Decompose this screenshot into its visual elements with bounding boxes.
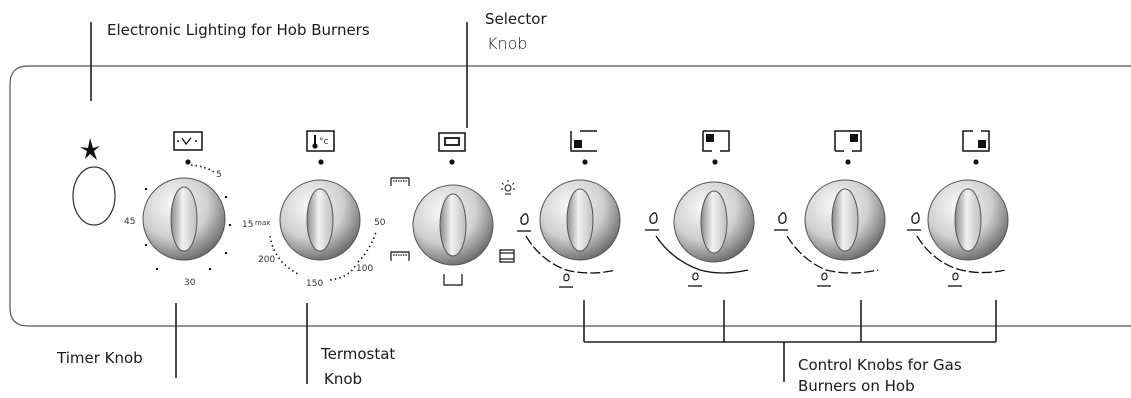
burner-2-indicator-dot [712, 159, 718, 165]
thermostat-scale-150: 150 [306, 279, 323, 289]
burner-1-indicator-dot [582, 159, 588, 165]
top-heating-icon [390, 177, 410, 186]
burner-3-flame-arc [786, 235, 879, 274]
thermostat-scale-max: max [255, 219, 270, 227]
burner-rear-left-icon [702, 130, 730, 152]
burner-1-max-flame-icon [517, 213, 531, 232]
burner-1-knob-group [517, 130, 621, 288]
burner-3-min-flame-icon [817, 272, 831, 287]
oven-function-icon [438, 132, 466, 152]
burner-2-flame-arc [655, 235, 749, 274]
burner-2-min-flame-icon [688, 272, 702, 287]
burner-4-flame-arc [916, 235, 1007, 274]
termostat-knob-label-line1: Termostat [321, 345, 396, 363]
burner-front-left-icon [570, 130, 597, 152]
timer-scale-5: 5 [216, 170, 222, 180]
burner-2-max-flame-icon [645, 212, 659, 231]
termostat-knob-label-line2: Knob [324, 370, 363, 388]
timer-scale-45: 45 [124, 217, 135, 227]
burner-3-knob-group [774, 130, 886, 287]
electronic-lighting-label: Electronic Lighting for Hob Burners [107, 21, 370, 39]
timer-knob[interactable] [142, 177, 226, 261]
burner-3-knob[interactable] [804, 179, 886, 261]
selector-knob-label-line1: Selector [485, 10, 547, 28]
burner-4-min-flame-icon [948, 272, 962, 287]
ignition-button[interactable] [72, 166, 116, 226]
burner-3-indicator-dot [845, 159, 851, 165]
timer-tick-marks [145, 188, 231, 270]
burner-4-indicator-dot [973, 159, 979, 165]
oven-light-icon [501, 180, 515, 195]
control-knobs-label-line1: Control Knobs for Gas [798, 356, 962, 374]
timer-icon [173, 131, 203, 151]
burner-rear-right-icon [834, 130, 862, 152]
thermostat-scale-15: 15 [242, 220, 253, 230]
burner-1-flame-arc [525, 235, 617, 274]
thermostat-scale-50: 50 [374, 218, 386, 228]
burner-4-knob-group [907, 130, 1009, 287]
burner-4-knob[interactable] [927, 179, 1009, 261]
thermostat-knob[interactable] [279, 179, 361, 261]
thermostat-dotted-scale [269, 231, 377, 281]
burner-3-max-flame-icon [774, 212, 788, 231]
timer-scale-30: 30 [184, 278, 196, 288]
timer-knob-label: Timer Knob [57, 349, 143, 367]
burner-2-knob[interactable] [673, 181, 755, 263]
selector-knob[interactable] [412, 184, 494, 266]
timer-dotted-arc [190, 164, 215, 173]
timer-knob-group: 5 45 30 [124, 131, 231, 288]
control-knobs-label-line2: Burners on Hob [798, 377, 915, 395]
ignition-spark-icon [80, 138, 100, 160]
burner-4-max-flame-icon [907, 212, 921, 231]
callout-lines [90, 22, 997, 384]
thermostat-scale-100: 100 [356, 264, 373, 274]
burner-front-right-icon [962, 130, 990, 152]
thermostat-knob-group: °c 15 max 50 200 150 100 [242, 130, 386, 289]
thermostat-scale-200: 200 [258, 255, 275, 265]
thermometer-celsius-icon: °c [306, 130, 335, 152]
svg-text:°c: °c [319, 137, 329, 147]
top-bottom-heating-icon [499, 249, 515, 263]
burner-2-knob-group [645, 130, 755, 287]
burner-1-min-flame-icon [559, 273, 573, 288]
timer-indicator-dot [185, 159, 191, 165]
thermostat-indicator-dot [318, 159, 324, 165]
selector-knob-group [390, 132, 515, 286]
selector-indicator-dot [449, 159, 455, 165]
control-panel-outline [9, 65, 1131, 327]
bottom-heating-icon [443, 274, 463, 286]
burner-1-knob[interactable] [539, 179, 621, 261]
grill-heating-icon [390, 251, 410, 261]
selector-knob-label-line2: Knob [487, 34, 528, 53]
